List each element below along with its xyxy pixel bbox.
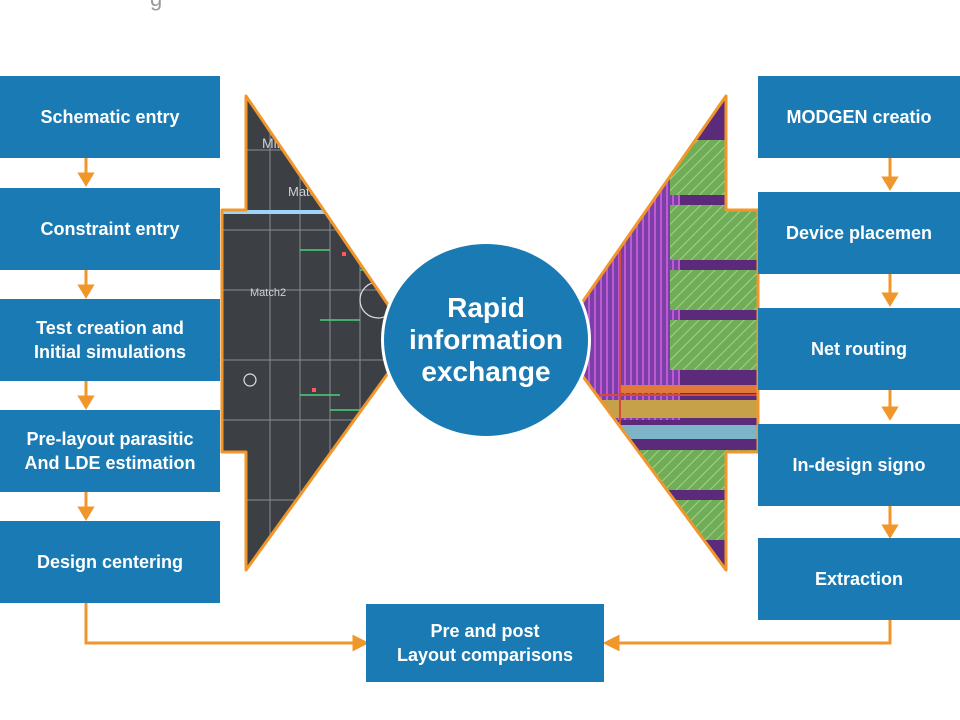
- pre-post-layout-comparison-box: Pre and post Layout comparisons: [366, 604, 604, 682]
- right-flow-arrows: [881, 158, 899, 539]
- left-flow-arrows: [77, 158, 95, 521]
- bottom-connector-arrows: [84, 603, 892, 652]
- right-step-1: MODGEN creatio: [758, 76, 960, 158]
- right-step-3: Net routing: [758, 308, 960, 390]
- layout-panel-border: [554, 94, 760, 572]
- left-step-2: Constraint entry: [0, 188, 220, 270]
- schematic-panel-border: [220, 94, 414, 572]
- rapid-information-exchange-hub: Rapid information exchange: [384, 244, 588, 436]
- left-step-5: Design centering: [0, 521, 220, 603]
- left-step-4: Pre-layout parasitic And LDE estimation: [0, 410, 220, 492]
- header-fragment: g: [150, 0, 162, 12]
- left-step-1: Schematic entry: [0, 76, 220, 158]
- right-step-2: Device placemen: [758, 192, 960, 274]
- schematic-match2-text: Match2: [250, 287, 286, 299]
- left-step-3: Test creation and Initial simulations: [0, 299, 220, 381]
- right-step-4: In-design signo: [758, 424, 960, 506]
- right-step-5: Extraction: [758, 538, 960, 620]
